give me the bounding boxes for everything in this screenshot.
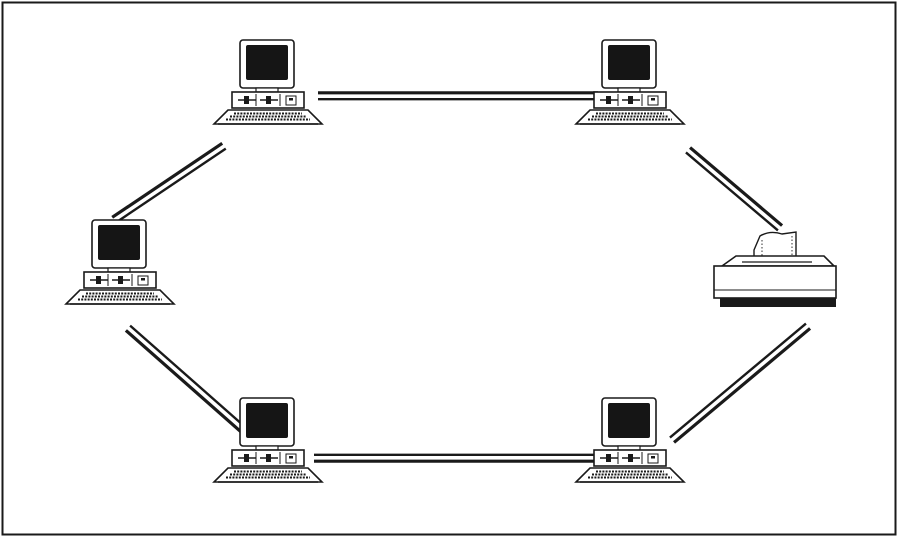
printer-base-icon [720, 298, 836, 307]
drive-latch-icon [628, 96, 633, 104]
drive-latch-icon [606, 454, 611, 462]
power-light-icon [289, 98, 293, 101]
power-light-icon [141, 278, 145, 281]
printer-body-icon [714, 266, 836, 298]
drive-latch-icon [244, 454, 249, 462]
printer-lid-icon [722, 256, 834, 266]
drive-latch-icon [96, 276, 101, 284]
screen-icon [98, 225, 140, 260]
drive-latch-icon [244, 96, 249, 104]
screen-icon [608, 45, 650, 80]
drive-latch-icon [628, 454, 633, 462]
power-light-icon [651, 456, 655, 459]
drive-latch-icon [266, 96, 271, 104]
power-light-icon [289, 456, 293, 459]
drive-latch-icon [266, 454, 271, 462]
drive-latch-icon [606, 96, 611, 104]
screen-icon [608, 403, 650, 438]
drive-latch-icon [118, 276, 123, 284]
screen-icon [246, 403, 288, 438]
screen-icon [246, 45, 288, 80]
power-light-icon [651, 98, 655, 101]
paper-sheet-icon [754, 232, 796, 258]
